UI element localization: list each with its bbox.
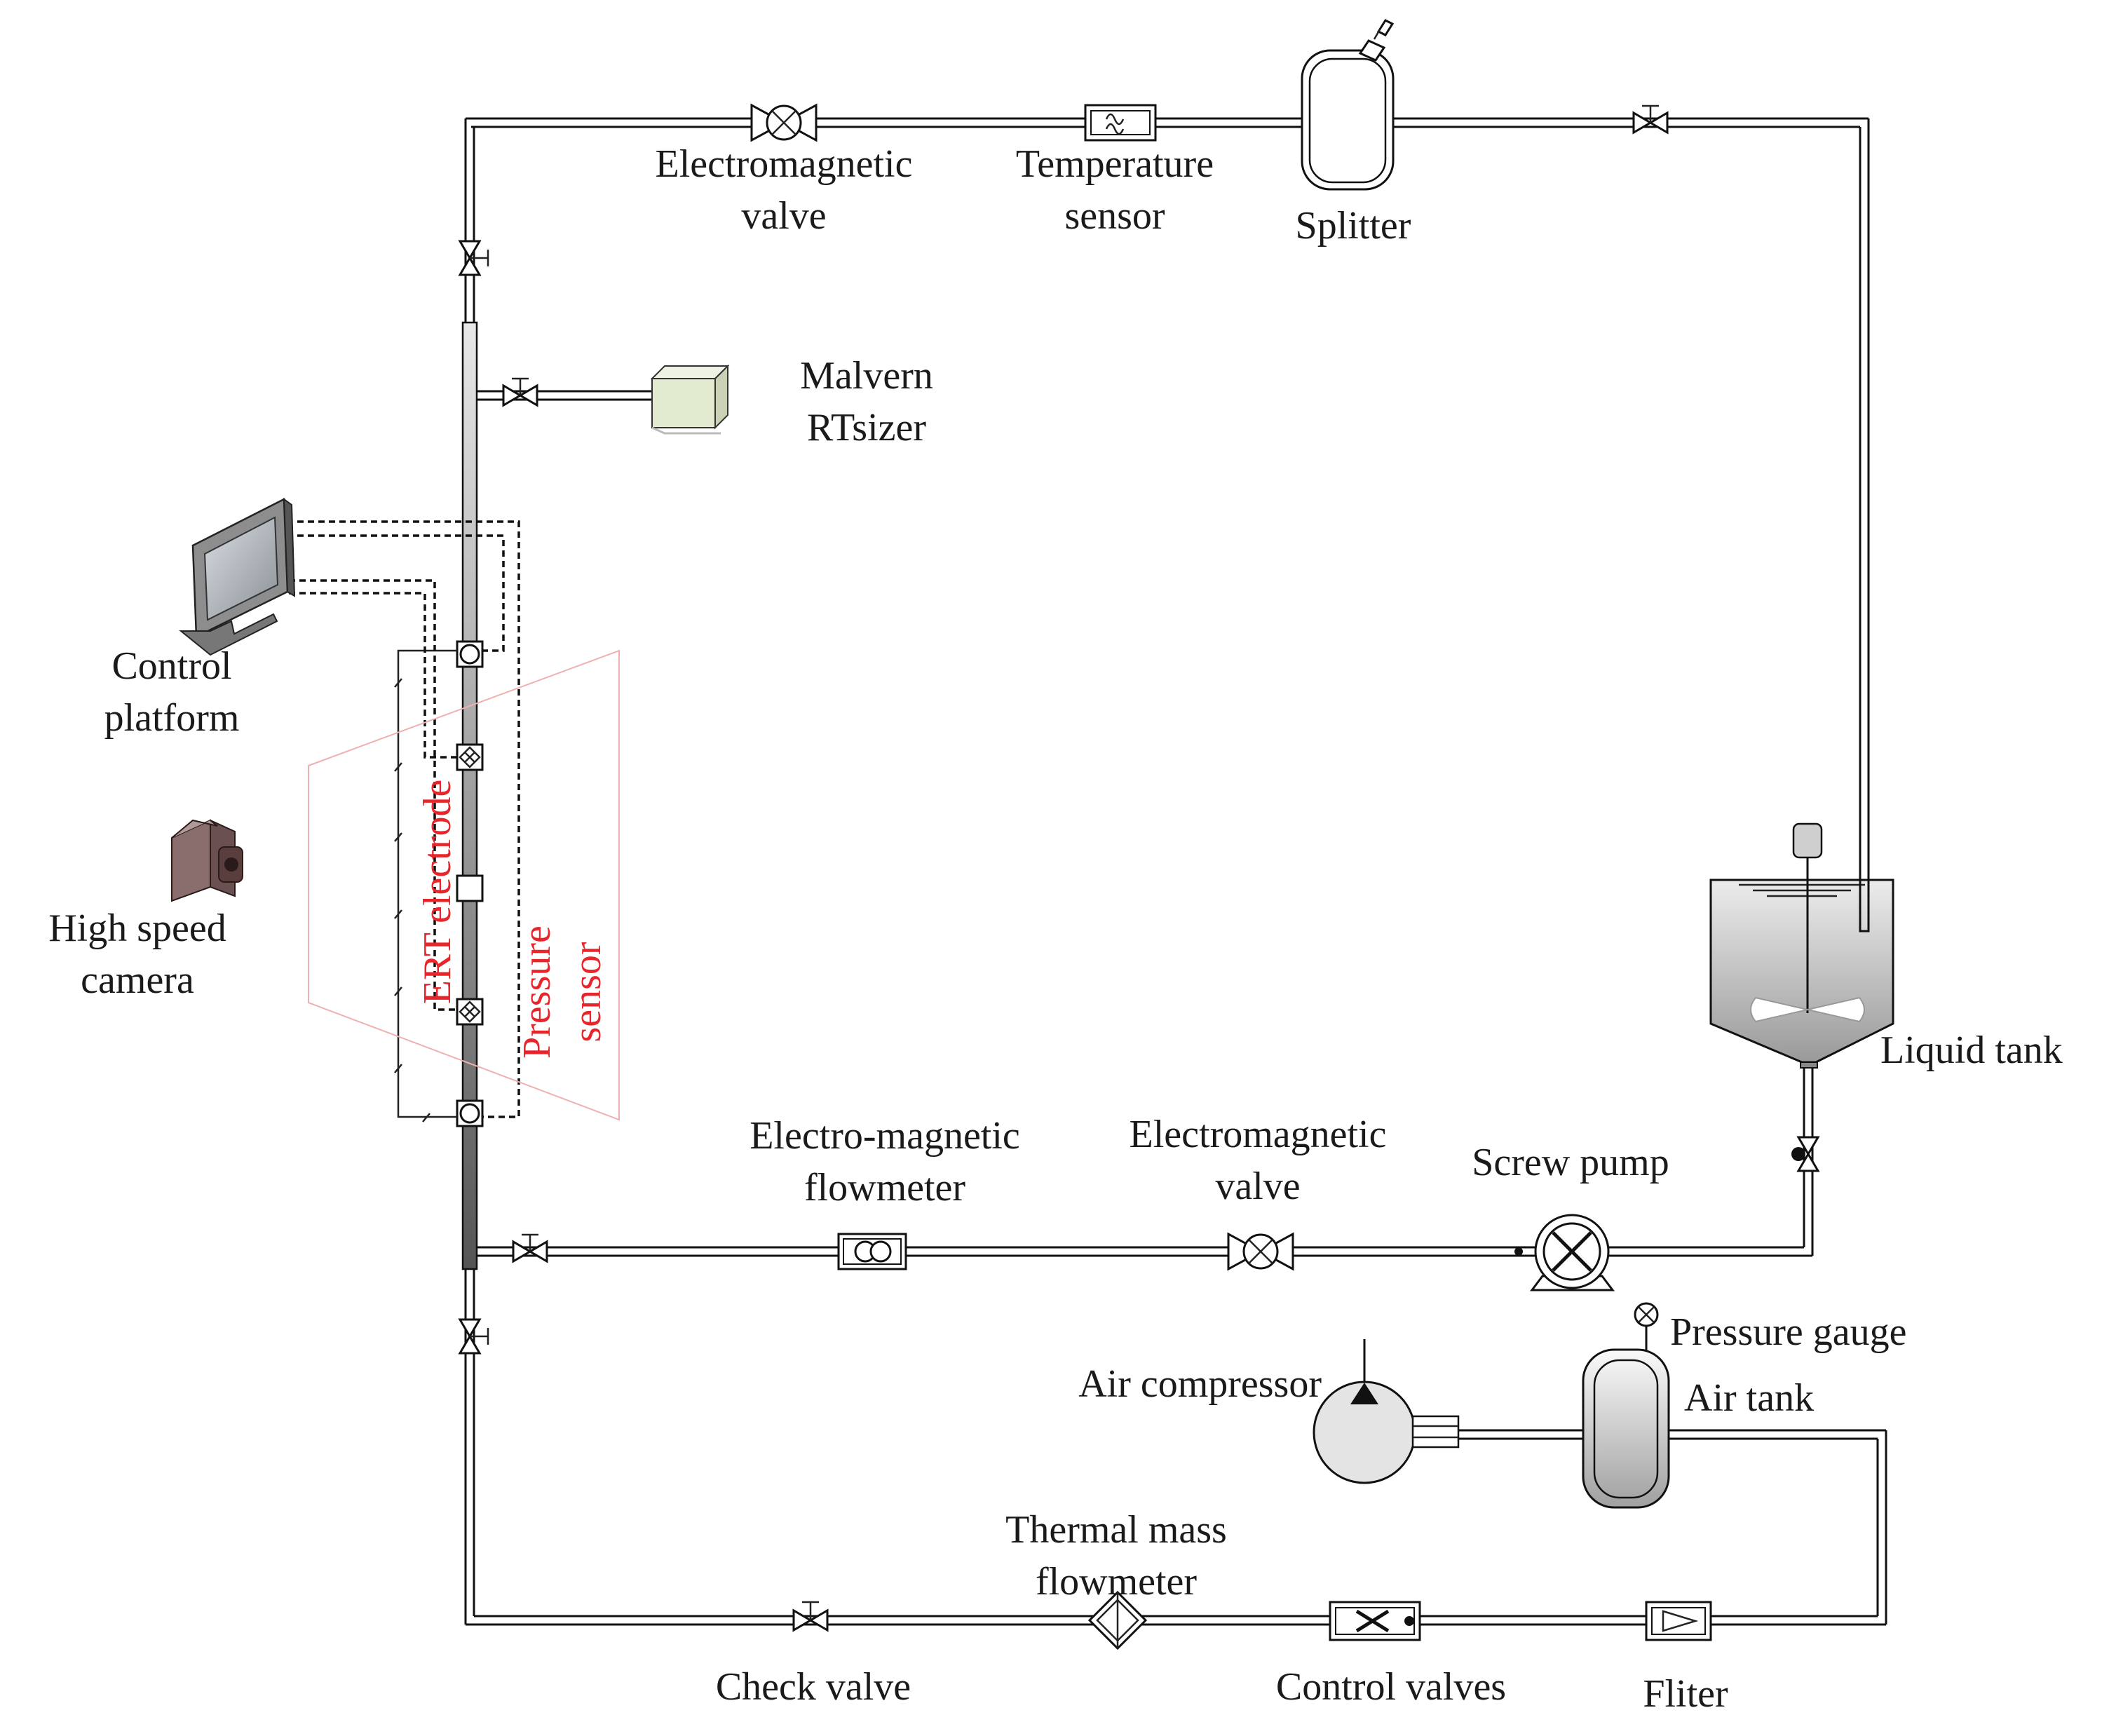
label-line: Electro-magnetic: [750, 1114, 1020, 1158]
filter: [1645, 1601, 1712, 1641]
gate-valve-upper-left[interactable]: [458, 240, 489, 276]
label-line: Pressure: [515, 925, 559, 1059]
label-line: flowmeter: [1036, 1560, 1197, 1603]
label-air-compressor: Air compressor: [1078, 1362, 1322, 1406]
ert-electrode-lower: [456, 998, 484, 1026]
gate-valve-lower-left[interactable]: [458, 1318, 489, 1355]
signal-cables: [289, 520, 520, 1118]
label-thermal-mass-flowmeter: Thermal mass flowmeter: [1005, 1508, 1227, 1603]
label-pressure-gauge: Pressure gauge: [1670, 1310, 1906, 1354]
pressure-gauge: [1634, 1302, 1659, 1353]
label-line: Electromagnetic: [1130, 1113, 1387, 1156]
label-line: Control valves: [1276, 1665, 1506, 1709]
label-liquid-tank: Liquid tank: [1880, 1029, 2063, 1072]
label-line: Temperature: [1016, 142, 1214, 186]
gate-valve-middle[interactable]: [512, 1233, 548, 1263]
label-check-valve: Check valve: [716, 1665, 911, 1709]
pressure-tap-top: [456, 640, 484, 668]
gate-valve-malvern[interactable]: [502, 377, 538, 407]
label-high-speed-camera: High speed camera: [48, 907, 226, 1002]
label-line: High speed: [48, 907, 226, 950]
label-filter: Fliter: [1643, 1672, 1728, 1716]
label-screw-pump: Screw pump: [1472, 1141, 1669, 1184]
electromagnetic-valve-bottom[interactable]: [1227, 1232, 1294, 1271]
label-electromagnetic-valve-top: Electromagnetic valve: [656, 142, 913, 238]
label-line: Malvern: [800, 354, 933, 398]
label-control-valves: Control valves: [1276, 1665, 1506, 1709]
label-line: Screw pump: [1472, 1141, 1669, 1184]
label-line: flowmeter: [804, 1166, 965, 1209]
label-line: valve: [1215, 1165, 1300, 1208]
label-splitter: Splitter: [1296, 204, 1411, 247]
control-valves[interactable]: [1329, 1601, 1421, 1641]
electromagnetic-valve-top[interactable]: [750, 103, 818, 142]
label-ert-electrode: ERT electrode: [416, 780, 459, 1005]
check-valve[interactable]: [792, 1601, 829, 1632]
gate-valve-tank-outlet[interactable]: [1791, 1136, 1820, 1172]
pressure-sensor-bracket: [394, 649, 457, 1123]
liquid-tank: [1709, 822, 1894, 1069]
malvern-rtsizer: [650, 364, 730, 435]
label-line: Splitter: [1296, 204, 1411, 247]
label-pressure-sensor: Pressure sensor: [515, 925, 609, 1059]
column-window: [456, 874, 484, 902]
splitter: [1301, 19, 1395, 191]
gate-valve-top-right[interactable]: [1632, 104, 1669, 135]
air-tank: [1582, 1348, 1670, 1509]
label-electromagnetic-valve-bottom: Electromagnetic valve: [1130, 1113, 1387, 1208]
label-line: platform: [104, 696, 240, 740]
temperature-sensor: [1084, 104, 1157, 142]
label-line: Air compressor: [1078, 1362, 1322, 1406]
label-em-flowmeter: Electro-magnetic flowmeter: [750, 1114, 1020, 1209]
electro-magnetic-flowmeter: [837, 1233, 907, 1270]
label-line: ERT electrode: [416, 780, 459, 1005]
label-line: Check valve: [716, 1665, 911, 1709]
label-temperature-sensor: Temperature sensor: [1016, 142, 1214, 238]
screw-pump[interactable]: [1514, 1214, 1615, 1291]
label-line: sensor: [1064, 194, 1165, 238]
label-line: Pressure gauge: [1670, 1310, 1906, 1354]
test-column: [456, 321, 484, 1270]
label-malvern: Malvern RTsizer: [800, 354, 933, 449]
label-line: Liquid tank: [1880, 1029, 2063, 1072]
label-line: Thermal mass: [1005, 1508, 1227, 1552]
label-line: valve: [741, 194, 826, 238]
label-control-platform: Control platform: [104, 644, 240, 740]
label-line: Air tank: [1684, 1376, 1814, 1420]
label-line: Fliter: [1643, 1672, 1728, 1716]
measurement-plane: [308, 649, 620, 1121]
thermal-mass-flowmeter: [1087, 1590, 1148, 1650]
high-speed-camera: [171, 819, 243, 902]
label-line: sensor: [566, 942, 609, 1042]
air-compressor[interactable]: [1313, 1339, 1460, 1484]
ert-electrode-upper: [456, 743, 484, 771]
label-air-tank: Air tank: [1684, 1376, 1814, 1420]
label-line: RTsizer: [807, 406, 926, 449]
label-line: Electromagnetic: [656, 142, 913, 186]
label-line: Control: [111, 644, 231, 688]
pressure-tap-bottom: [456, 1099, 484, 1127]
label-line: camera: [81, 958, 194, 1002]
control-platform-monitor: [179, 497, 296, 656]
